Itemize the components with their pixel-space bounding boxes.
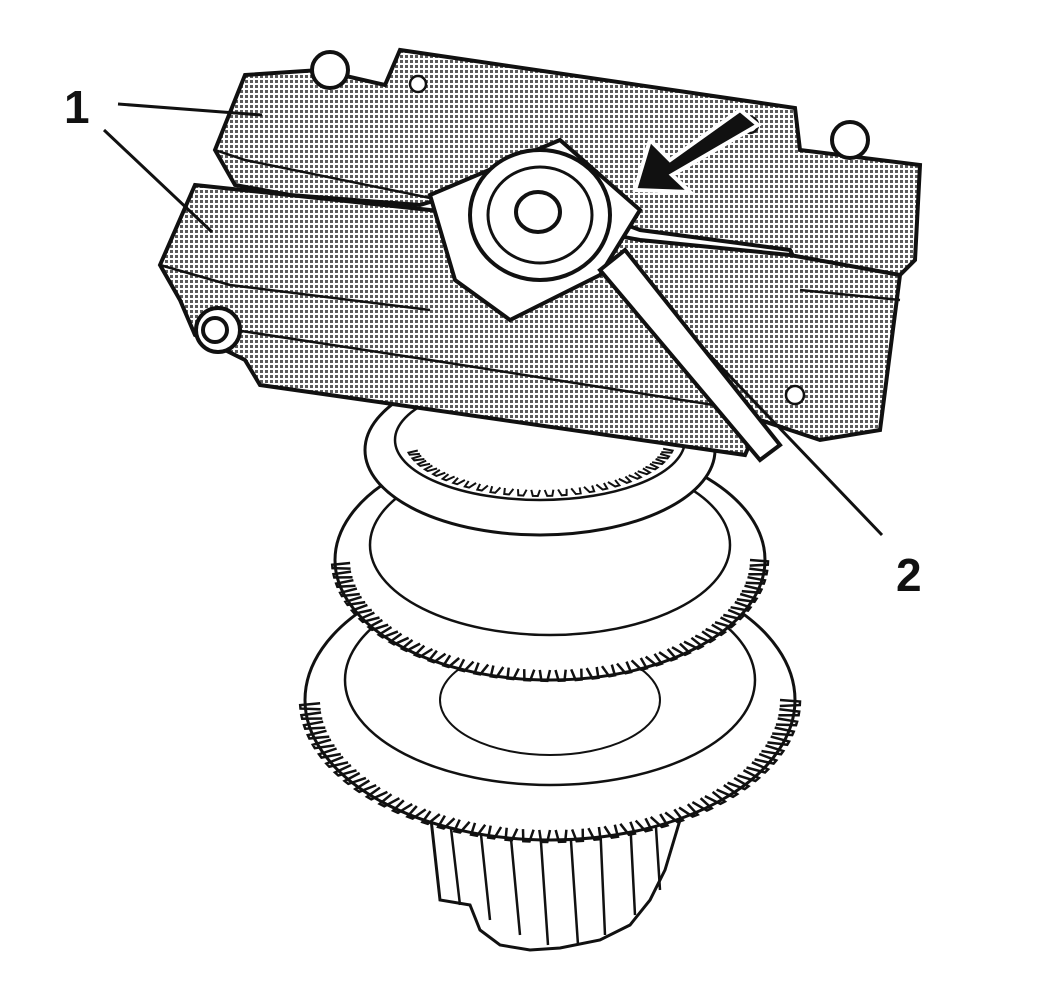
direction-arrow-icon	[632, 107, 762, 195]
callout-leader-lines	[102, 102, 884, 537]
callout-label-1: 1	[64, 81, 90, 133]
puller-bar	[597, 247, 783, 463]
callout-label-2: 2	[896, 549, 922, 601]
output-shaft-splines	[428, 808, 682, 952]
center-pilot-bearing	[427, 137, 643, 323]
